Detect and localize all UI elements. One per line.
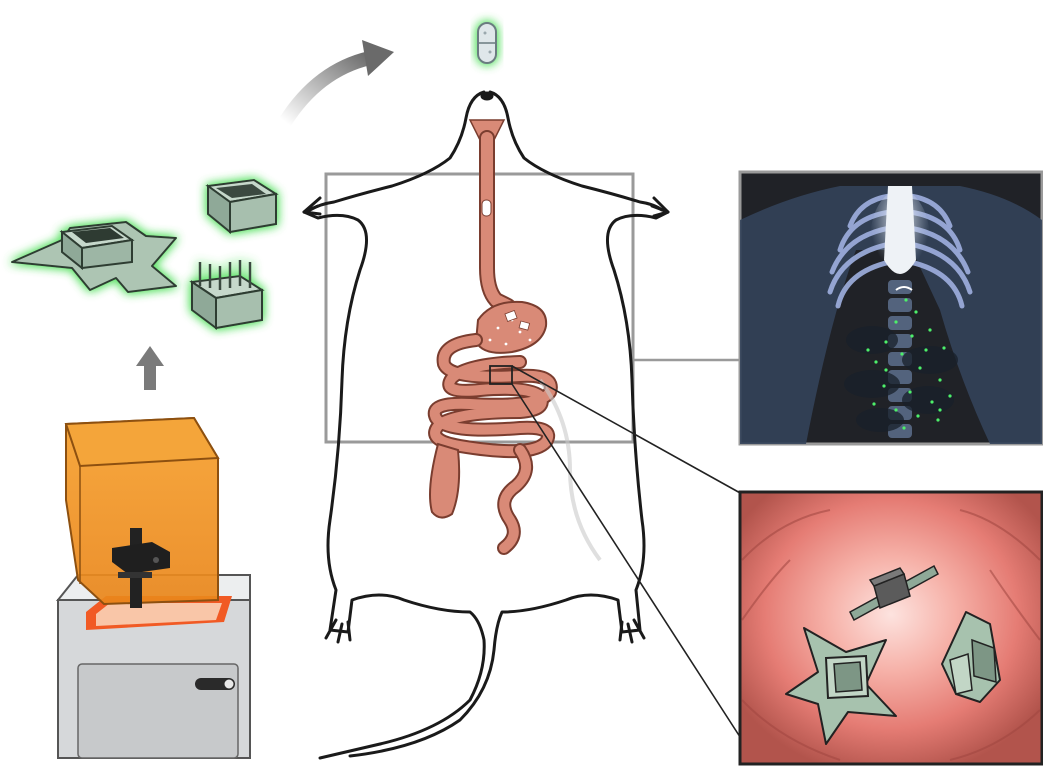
spiked-cube-device-icon xyxy=(192,260,262,328)
star-device-icon xyxy=(12,222,176,292)
up-arrow-icon xyxy=(136,346,164,390)
3d-printer-icon xyxy=(58,418,250,758)
curved-arrow-icon xyxy=(285,40,394,122)
digestive-tract-icon xyxy=(430,120,600,560)
capsule-icon xyxy=(478,23,496,63)
cube-device-icon xyxy=(208,180,276,232)
xray-inset xyxy=(740,172,1042,444)
intestine-lumen-inset xyxy=(740,492,1042,764)
